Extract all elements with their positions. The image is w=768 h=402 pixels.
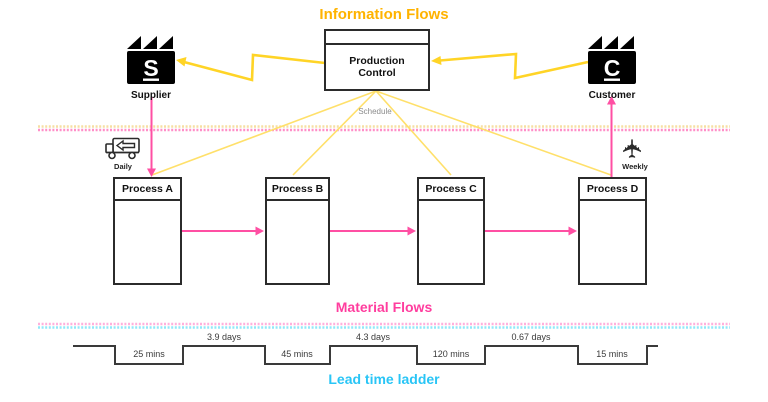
ladder-value-wait-ab: 3.9 days	[206, 332, 242, 342]
ladder-value-process-d: 15 mins	[596, 349, 628, 359]
production-control-header	[326, 31, 428, 45]
arrowhead	[176, 57, 187, 67]
information-flows-title: Information Flows	[319, 6, 449, 23]
schedule-line-process-c	[375, 90, 452, 176]
customer-node[interactable]: C Customer	[588, 36, 636, 101]
ladder-value-process-a: 25 mins	[133, 349, 165, 359]
process-c-node[interactable]: Process C	[417, 177, 485, 285]
material-flow-d-to-customer	[607, 96, 616, 177]
process-a-label: Process A	[115, 179, 180, 201]
daily-shipment-group	[104, 137, 142, 166]
ladder-value-process-b: 45 mins	[281, 349, 313, 359]
schedule-label: Schedule	[358, 107, 392, 116]
lead-time-ladder-title: Lead time ladder	[328, 371, 440, 387]
daily-label: Daily	[114, 162, 132, 171]
truck-icon	[105, 137, 140, 160]
airplane-icon: ✈	[617, 137, 648, 160]
production-control-label: Production Control	[349, 54, 405, 79]
material-flows-title: Material Flows	[335, 299, 433, 315]
customer-letter: C	[604, 55, 621, 81]
material-flow-a-to-b	[182, 226, 264, 236]
production-control-node[interactable]: Production Control	[324, 29, 430, 91]
process-b-label: Process B	[267, 179, 328, 201]
schedule-line-process-b	[292, 90, 377, 176]
ladder-value-process-c: 120 mins	[432, 349, 470, 359]
schedule-line-process-a	[151, 90, 377, 176]
supplier-letter: S	[143, 55, 158, 81]
customer-label: Customer	[588, 90, 636, 101]
lead-time-ladder-line	[73, 345, 658, 365]
weekly-shipment-group: ✈	[617, 133, 649, 161]
arrowhead	[431, 56, 442, 65]
schedule-fan-lines	[151, 90, 612, 176]
process-b-node[interactable]: Process B	[265, 177, 330, 285]
info-arrow-to-supplier	[176, 53, 326, 82]
schedule-line-process-d	[375, 90, 612, 176]
material-flow-c-to-d	[485, 226, 577, 236]
material-flow-supplier-to-a	[147, 97, 156, 177]
ladder-value-wait-cd: 0.67 days	[511, 332, 551, 342]
process-a-node[interactable]: Process A	[113, 177, 182, 285]
process-d-node[interactable]: Process D	[578, 177, 647, 285]
info-arrow-from-customer	[431, 52, 589, 80]
process-d-label: Process D	[580, 179, 645, 201]
supplier-label: Supplier	[130, 90, 171, 101]
weekly-label: Weekly	[622, 162, 648, 171]
factory-icon: C	[588, 36, 636, 84]
ladder-value-wait-bc: 4.3 days	[355, 332, 391, 342]
process-c-label: Process C	[419, 179, 483, 201]
material-flow-b-to-c	[330, 226, 416, 236]
factory-icon: S	[127, 36, 175, 84]
supplier-node[interactable]: S Supplier	[127, 36, 175, 101]
